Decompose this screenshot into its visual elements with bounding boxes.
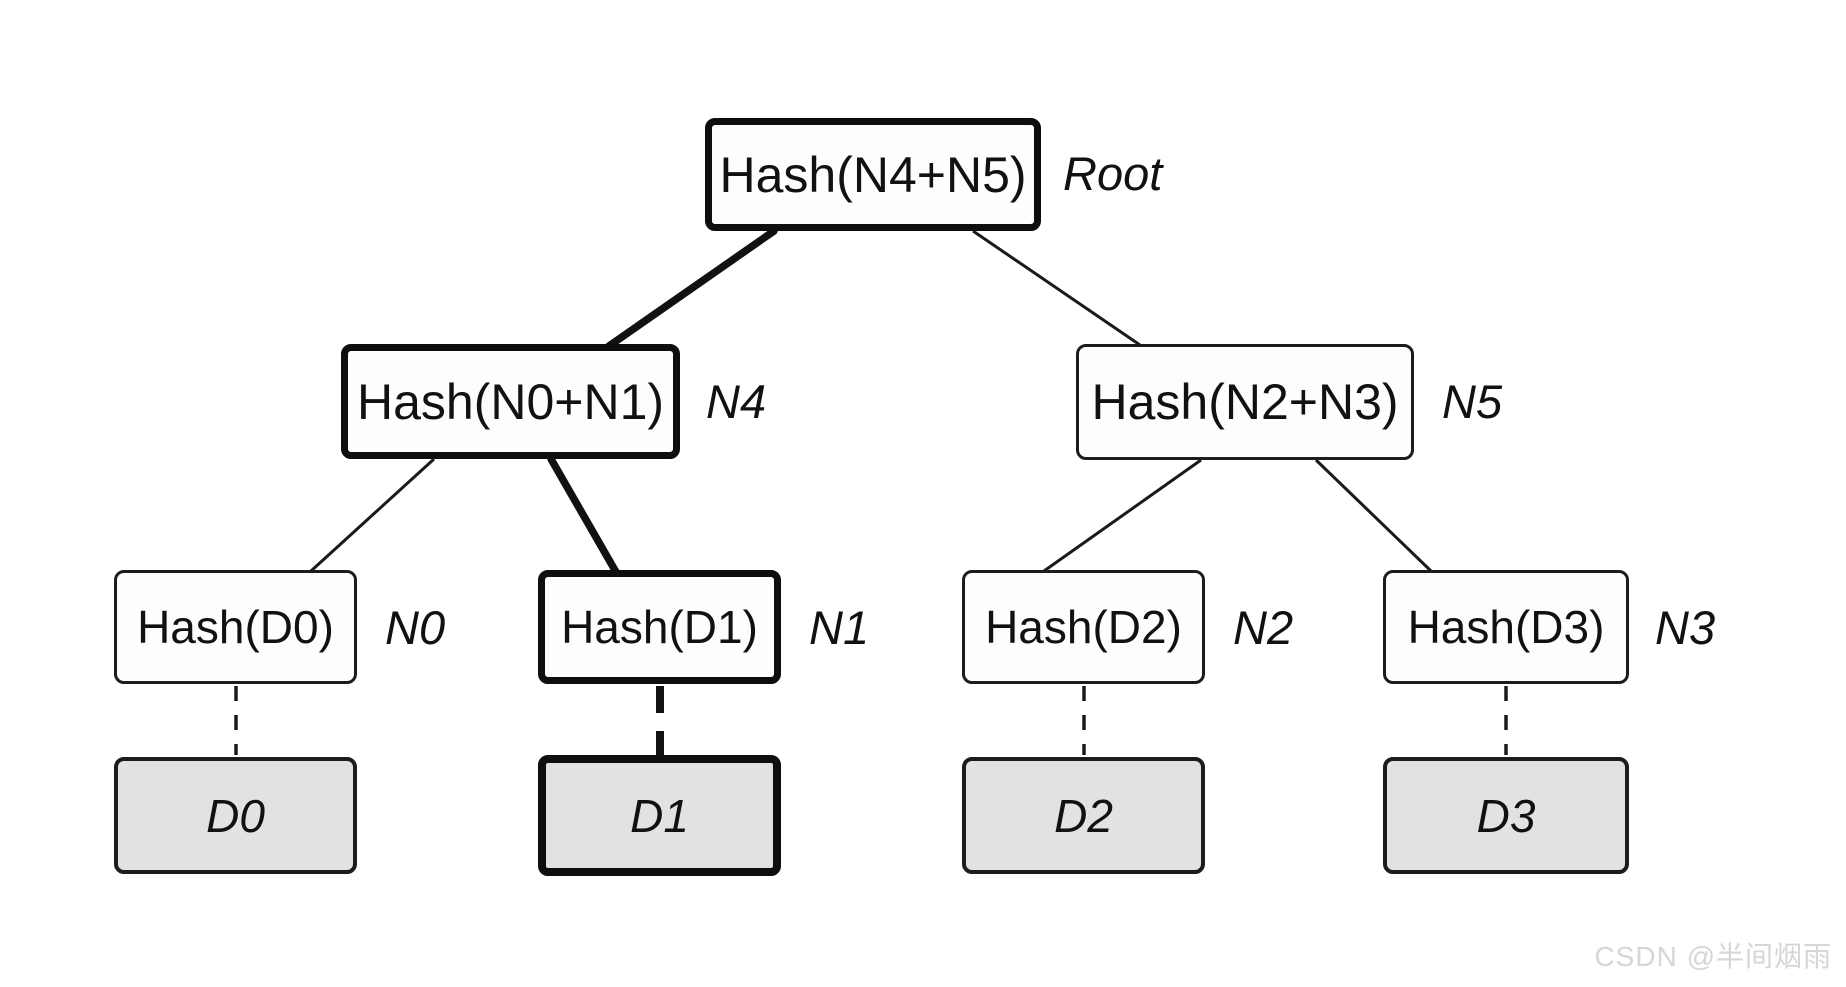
label-n3: N3	[1655, 601, 1716, 654]
node-d0-text: D0	[206, 789, 265, 842]
edge-n5-n3	[1314, 458, 1433, 573]
node-n1: Hash(D1)	[538, 570, 781, 684]
node-n2: Hash(D2)	[962, 570, 1205, 684]
node-n5-text: Hash(N2+N3)	[1091, 374, 1399, 430]
node-n0-text: Hash(D0)	[137, 601, 334, 653]
label-n1: N1	[809, 601, 870, 654]
node-root: Hash(N4+N5)	[705, 118, 1041, 231]
label-n4: N4	[706, 375, 767, 428]
edge-n4-n1	[547, 455, 620, 576]
edge-n4-n0	[309, 457, 436, 573]
node-d2: D2	[962, 757, 1205, 874]
label-n0: N0	[385, 601, 446, 654]
edge-root-n5	[972, 229, 1141, 347]
label-n5: N5	[1442, 375, 1503, 428]
edge-root-n4	[605, 227, 778, 350]
node-d0: D0	[114, 757, 357, 874]
node-d3-text: D3	[1476, 789, 1536, 842]
node-n3: Hash(D3)	[1383, 570, 1629, 684]
node-n0: Hash(D0)	[114, 570, 357, 684]
node-n4: Hash(N0+N1)	[341, 344, 680, 459]
edge-n5-n2	[1043, 458, 1202, 573]
node-n5: Hash(N2+N3)	[1076, 344, 1414, 460]
node-n4-text: Hash(N0+N1)	[356, 373, 665, 430]
node-d1-text: D1	[630, 789, 689, 842]
node-root-text: Hash(N4+N5)	[719, 146, 1027, 203]
label-root: Root	[1063, 147, 1163, 200]
node-n3-text: Hash(D3)	[1407, 601, 1605, 653]
node-n2-text: Hash(D2)	[985, 601, 1182, 653]
node-d2-text: D2	[1054, 789, 1113, 842]
node-d1: D1	[538, 755, 781, 876]
node-n1-text: Hash(D1)	[561, 601, 758, 653]
label-n2: N2	[1233, 601, 1294, 654]
watermark: CSDN @半间烟雨	[1594, 941, 1832, 972]
node-d3: D3	[1383, 757, 1629, 874]
